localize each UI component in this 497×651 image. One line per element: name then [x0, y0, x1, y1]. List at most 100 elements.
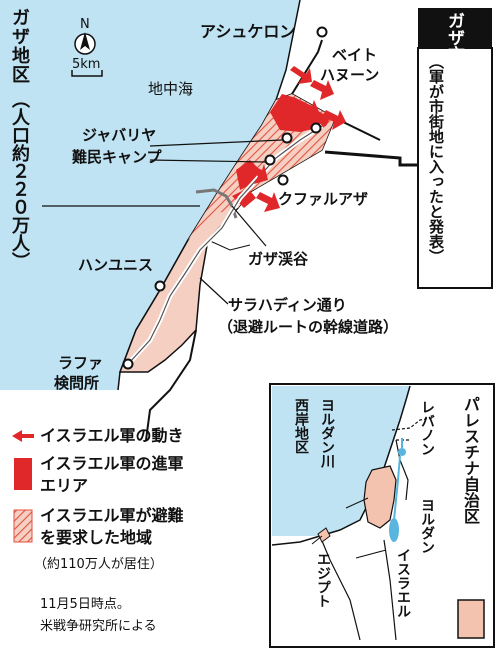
population-note-char: ２: [9, 180, 30, 198]
palestine-authority-char: パ: [461, 396, 480, 412]
israel-army-arrows: [246, 66, 346, 212]
west-bank-2-char: 西: [293, 398, 309, 412]
scale-label: 5km: [72, 57, 101, 72]
jordan-char: ダ: [419, 526, 435, 540]
population-note-char: 万: [9, 216, 30, 234]
west-bank-1-char: ン: [319, 440, 335, 454]
legend-arrow-label: イスラエル軍の動き: [40, 426, 184, 445]
legend-evac-label-1: イスラエル軍が避難: [40, 506, 184, 525]
inset-egypt: エジプト: [315, 552, 331, 608]
west-bank-1-char: ル: [319, 412, 335, 426]
gaza-city-dot: [264, 154, 276, 166]
palestine-authority-char: 自: [461, 476, 480, 492]
population-note-char: ０: [9, 198, 30, 216]
gaza-population-note: （人口約２２０万人）: [9, 90, 30, 270]
city-note-char: 街: [427, 114, 445, 129]
advance-area-north: [270, 94, 330, 132]
city-note-char: 軍: [427, 69, 445, 84]
population-note-paren: （: [9, 90, 30, 108]
west-bank-2-char: 区: [293, 440, 309, 454]
population-note-char: 約: [9, 144, 30, 162]
egypt-char: エ: [315, 552, 331, 566]
palestine-authority-char: 区: [461, 508, 480, 524]
population-note-char: 口: [9, 126, 30, 144]
scale-bar: [71, 70, 103, 77]
palestine-authority-char: チ: [461, 444, 480, 460]
city-title-char: 市: [444, 46, 464, 63]
population-note-paren: ）: [9, 252, 30, 270]
inset-map: [269, 383, 495, 648]
palestine-authority-char: 治: [461, 492, 480, 508]
north-arrow-icon: [74, 32, 96, 55]
legend-area-label-1: イスラエル軍の進軍: [40, 454, 184, 473]
egypt-char: ト: [315, 594, 331, 608]
city-note-char: た: [427, 189, 445, 204]
inset-jordan: ヨルダン: [419, 498, 435, 554]
west-bank-2-char: 岸: [293, 412, 309, 426]
legend-symbols: [12, 430, 34, 543]
place-kfar-aza: クファルアザ: [278, 190, 369, 208]
israel-char: イ: [395, 548, 411, 562]
west-bank-1-char: ダ: [319, 426, 335, 440]
inset-west-bank-2: 西岸地区: [293, 398, 309, 454]
gaza-region-title: ガザ地区: [9, 8, 30, 84]
west-bank-1-char: 川: [319, 454, 335, 468]
legend-evac-label-2: を要求した地域: [40, 528, 153, 547]
city-note-char: 入: [427, 159, 445, 174]
palestine-authority-char: ナ: [461, 460, 480, 476]
lebanon-char: ノ: [419, 428, 435, 442]
jabalia-dot: [281, 132, 293, 144]
gaza-city-title: ガザ市: [444, 12, 464, 63]
inset-west-bank-1: ヨルダン川: [319, 398, 335, 468]
lebanon-char: レ: [419, 400, 435, 414]
place-beit-hanoun-2: ハヌーン: [320, 66, 380, 84]
inset-lebanon: レバノン: [419, 400, 435, 456]
place-salah-al-din-road: サラハディン通り: [228, 296, 347, 314]
khan-younis-dot: [154, 280, 166, 292]
gaza-city-note: （軍が市街地に入ったと発表）: [427, 54, 445, 264]
city-note-paren: ）: [427, 249, 445, 264]
place-gaza-valley: ガザ渓谷: [248, 250, 309, 268]
city-title-char: ガ: [444, 12, 464, 29]
city-note-char: に: [427, 144, 445, 159]
place-jabalia-2: 難民キャンプ: [72, 148, 162, 166]
city-note-char: が: [427, 84, 445, 99]
region-title-char: 地: [9, 46, 30, 65]
inset-palestine-authority: パレスチナ自治区: [461, 396, 480, 524]
city-note-char: 表: [427, 234, 445, 249]
rafah-dot: [122, 358, 134, 370]
city-title-char: ザ: [444, 29, 464, 46]
place-jabalia-1: ジャバリヤ: [82, 126, 157, 144]
palestine-authority-char: レ: [461, 412, 480, 428]
place-rafah-1: ラファ: [58, 354, 104, 372]
city-note-paren: （: [427, 54, 445, 69]
advance-area-valley: [232, 188, 256, 208]
place-salah-al-din-note: （退避ルートの幹線道路）: [218, 318, 399, 336]
source-note: 米戦争研究所による: [40, 619, 157, 634]
city-note-char: 市: [427, 99, 445, 114]
compass-letter: N: [80, 17, 90, 32]
israel-char: ラ: [395, 576, 411, 590]
egypt-char: プ: [315, 580, 331, 594]
gaza-city-panel-bg: [418, 8, 492, 48]
place-rafah-2: 検問所: [54, 374, 100, 392]
israel-char: ル: [395, 604, 411, 618]
ashkelon-dot: [316, 26, 328, 38]
city-note-char: 発: [427, 219, 445, 234]
population-note-char: 人: [9, 108, 30, 126]
population-note-char: 人: [9, 234, 30, 252]
population-note-char: ２: [9, 162, 30, 180]
inset-israel: イスラエル: [395, 548, 411, 618]
legend-area-label-2: エリア: [40, 476, 89, 495]
israel-char: エ: [395, 590, 411, 604]
israel-char: ス: [395, 562, 411, 576]
west-bank-2-char: 地: [293, 426, 309, 440]
kfar-aza-dot: [277, 174, 289, 186]
city-note-char: っ: [427, 174, 445, 189]
jordan-char: ル: [419, 512, 435, 526]
place-ashkelon: アシュケロン: [200, 22, 296, 41]
jordan-char: ヨ: [419, 498, 435, 512]
jordan-char: ン: [419, 540, 435, 554]
region-title-char: 区: [9, 65, 30, 84]
